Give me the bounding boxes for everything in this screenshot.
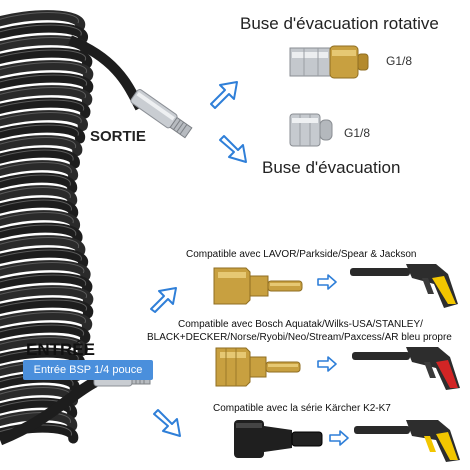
hose-coil-highlight (0, 299, 87, 311)
hose-coil (0, 72, 93, 94)
standard-nozzle-image (289, 113, 333, 147)
coiled-hose (0, 10, 145, 446)
adapter-3-spray-gun-image (354, 420, 460, 462)
adapter-3-small-arrow-icon (329, 430, 349, 446)
hose-coil (0, 122, 85, 144)
standard-nozzle-title: Buse d'évacuation (262, 158, 401, 177)
hose-coil-highlight (0, 137, 76, 149)
adapter-1-spray-gun-image (350, 264, 458, 308)
hose-coil-highlight (0, 49, 86, 61)
adapter-3-arrow-icon (153, 409, 181, 437)
hose-coil-highlight (0, 424, 72, 436)
rotating-nozzle-image (289, 45, 369, 79)
hose-coil-highlight (0, 24, 82, 36)
hose-coil (0, 310, 92, 331)
rotating-nozzle-thread: G1/8 (386, 54, 413, 68)
hose-coil (0, 222, 83, 244)
hose-coil (0, 285, 93, 306)
hose-coil (0, 97, 91, 119)
adapter-3-image (234, 420, 323, 458)
hose-coil (0, 247, 88, 269)
arrow-up-right-icon (210, 81, 238, 109)
adapter-2-text-line2: BLACK+DECKER/Norse/Ryobi/Neo/Stream/Paxc… (147, 332, 452, 343)
hose-coil (0, 47, 92, 69)
hose-coil (0, 22, 88, 44)
hose-coil (0, 335, 88, 356)
adapter-2-small-arrow-icon (317, 356, 337, 372)
hose-coil-highlight (0, 187, 71, 199)
hose-coil-highlight (0, 124, 79, 136)
output-label: SORTIE (90, 128, 146, 145)
hose-coil (0, 297, 93, 319)
hose-coil (0, 322, 91, 344)
hose-coil (0, 397, 78, 419)
hose-coil-highlight (0, 324, 84, 336)
hose-coil (0, 10, 86, 31)
input-label: ENTRÉE (26, 340, 95, 359)
hose-coil-highlight (0, 12, 79, 24)
hose-coil (0, 210, 80, 231)
hose-coil (0, 185, 78, 206)
hose-coil (0, 347, 85, 369)
hose-coil (0, 172, 78, 194)
hose-coil (0, 260, 91, 281)
hose-coil (0, 272, 93, 294)
hose-coil (0, 135, 83, 156)
hose-coil-highlight (0, 149, 74, 161)
hose-coil-highlight (0, 199, 72, 211)
hose-coil-highlight (0, 212, 74, 224)
hose-coil-highlight (0, 262, 85, 274)
hose-coil-highlight (0, 237, 79, 249)
adapter-1-text: Compatible avec LAVOR/Parkside/Spear & J… (186, 249, 417, 260)
hose-coil-highlight (0, 224, 77, 236)
hose-coil-highlight (0, 349, 79, 361)
arrow-down-right-icon (219, 135, 247, 163)
hose-coil-highlight (0, 399, 71, 411)
adapter-1-small-arrow-icon (317, 274, 337, 290)
hose-coil (0, 110, 88, 131)
hose-coil (0, 422, 79, 444)
hose-coil-highlight (0, 312, 86, 324)
hose-coil (0, 85, 92, 106)
hose-coil-highlight (0, 162, 72, 174)
hose-coil (0, 235, 86, 256)
input-badge: Entrée BSP 1/4 pouce (23, 360, 153, 380)
hose-coil (0, 197, 79, 219)
hose-coil-highlight (0, 87, 86, 99)
adapter-2-text-line1: Compatible avec Bosch Aquatak/Wilks-USA/… (178, 319, 423, 330)
adapter-1-arrow-icon (150, 287, 177, 313)
hose-coil-highlight (0, 174, 71, 186)
standard-nozzle-thread: G1/8 (344, 126, 371, 140)
outlet-fitting (130, 89, 193, 139)
hose-coil-highlight (0, 99, 85, 111)
adapter-2-image (215, 347, 301, 387)
hose-coil-highlight (0, 337, 82, 349)
hose-coil (0, 160, 79, 181)
hose-coil-highlight (0, 274, 87, 286)
hose-coil (0, 147, 80, 169)
adapter-3-text: Compatible avec la série Kärcher K2-K7 (213, 403, 391, 414)
hose-coil-highlight (0, 249, 82, 261)
rotating-nozzle-title: Buse d'évacuation rotative (240, 14, 439, 33)
hose-coil (0, 60, 93, 81)
adapter-1-image (213, 267, 303, 305)
hose-coil-highlight (0, 112, 82, 124)
adapter-2-spray-gun-image (352, 347, 460, 390)
hose-coil-highlight (0, 287, 87, 299)
hose-coil-highlight (0, 74, 87, 86)
hose-coil-highlight (0, 62, 87, 74)
